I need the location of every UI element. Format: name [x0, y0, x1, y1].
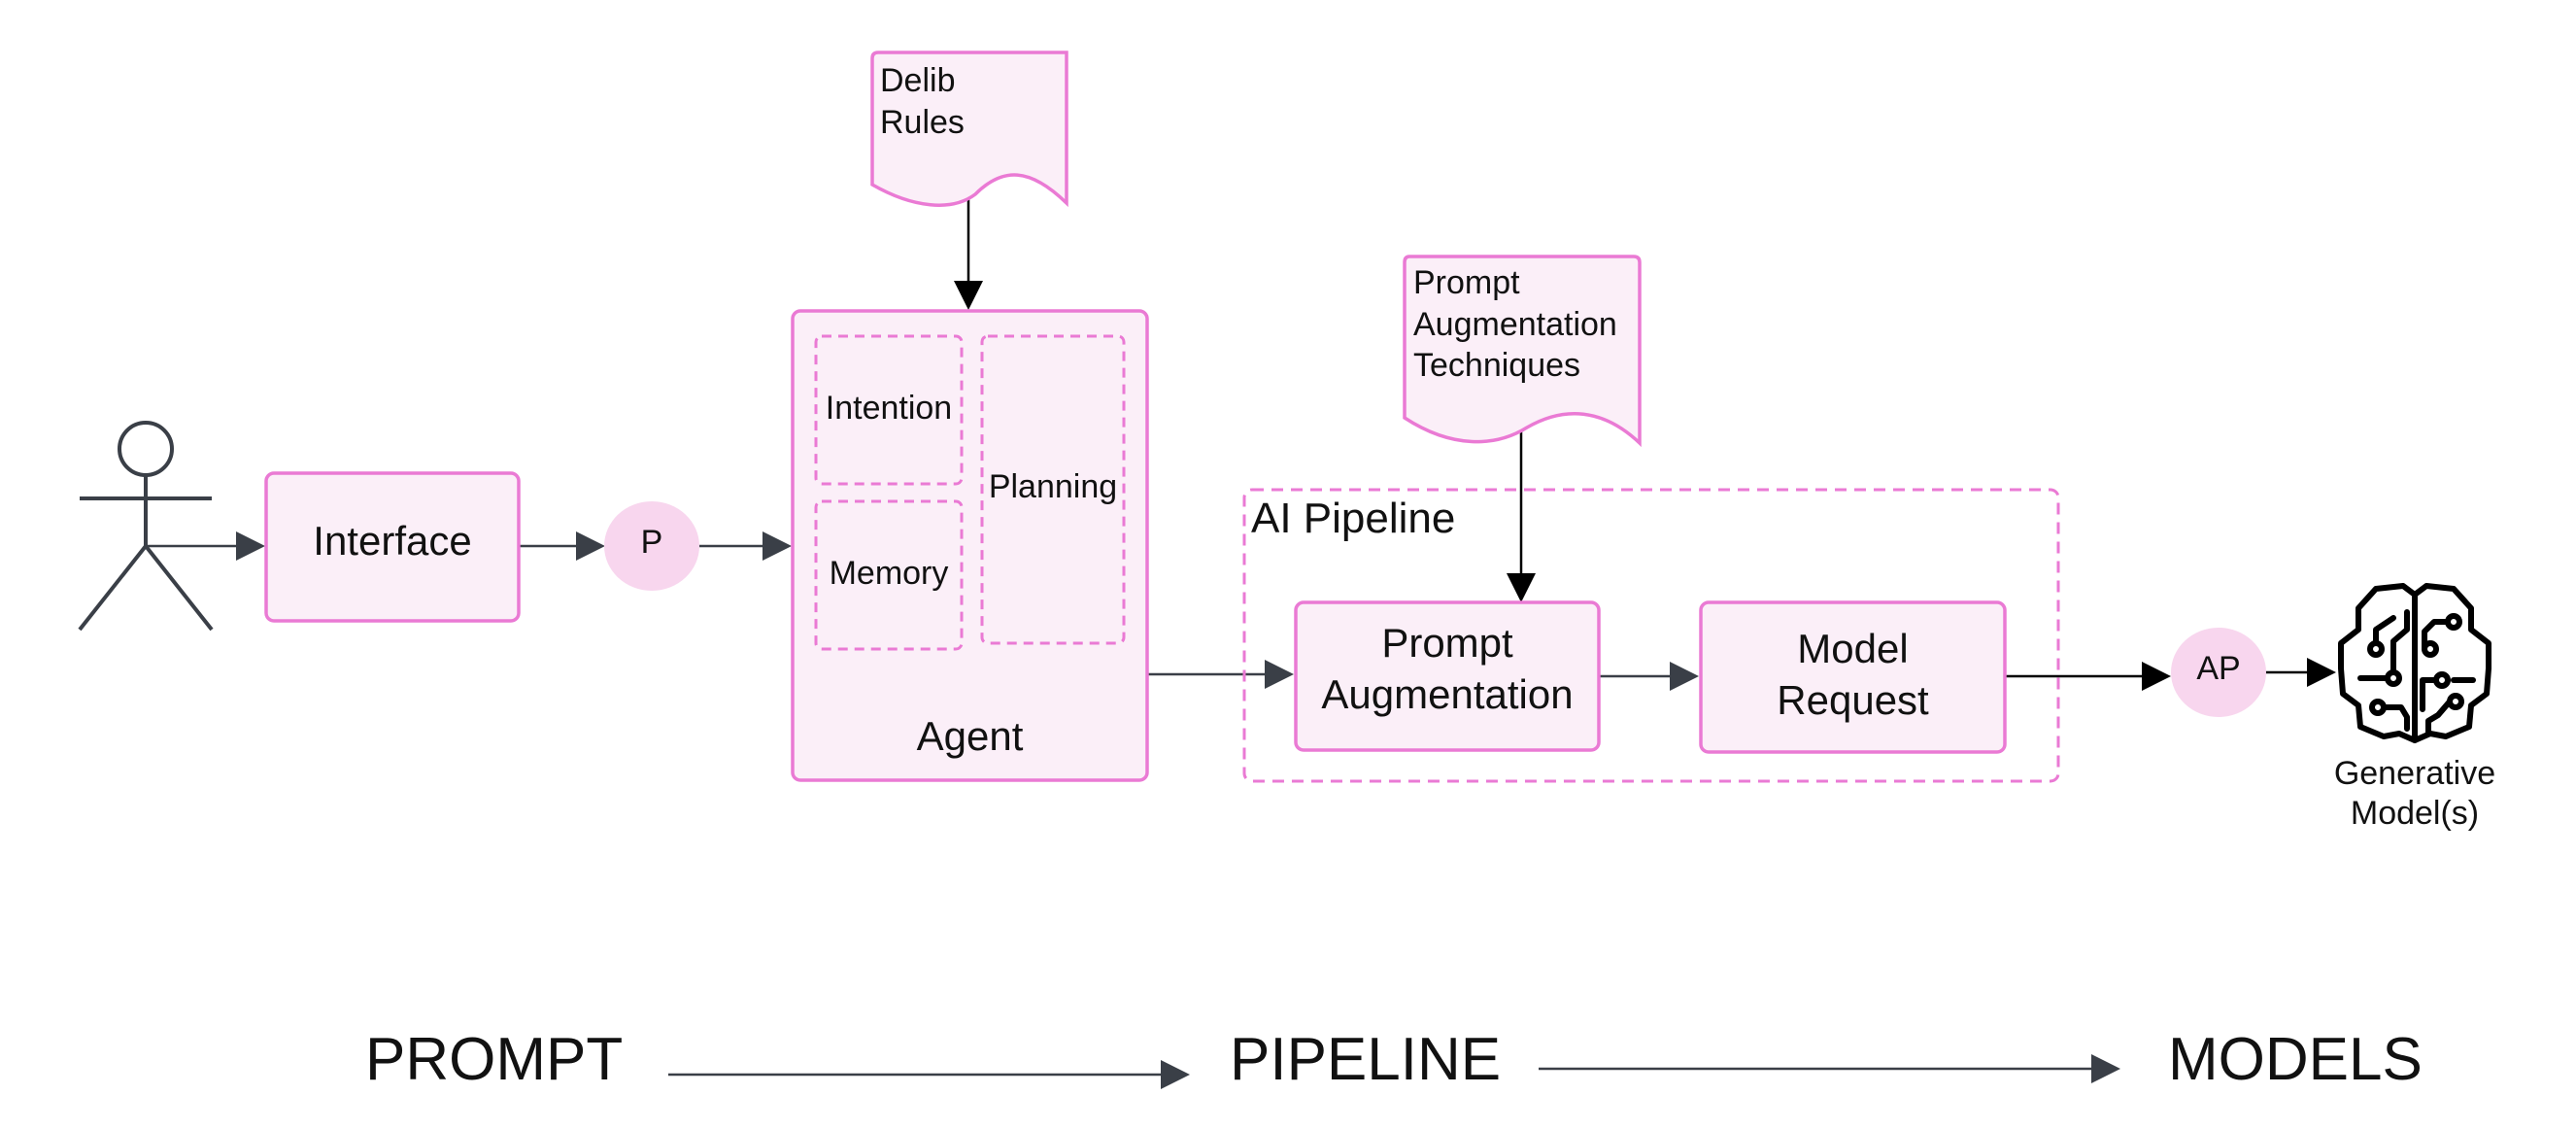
- stage-pipeline-label: PIPELINE: [1230, 1026, 1502, 1093]
- techniques-doc: [1403, 255, 1642, 448]
- interface-box: [264, 471, 521, 623]
- planning-label: Planning: [988, 468, 1118, 505]
- prompt-augmentation-box: [1294, 600, 1601, 752]
- memory-label: Memory: [829, 555, 949, 592]
- generative-models-label: Generative Model(s): [2333, 755, 2496, 833]
- techniques-label: Prompt Augmentation Techniques: [1413, 264, 1617, 384]
- memory-box: [814, 499, 964, 651]
- intention-label: Intention: [825, 390, 953, 427]
- delib-rules-label: Delib Rules: [880, 62, 965, 141]
- delib-rules-doc: [870, 51, 1068, 208]
- brain-circuit-icon: [2338, 583, 2491, 743]
- planning-box: [980, 334, 1126, 645]
- ap-badge-label: AP: [2196, 650, 2241, 687]
- prompt-augmentation-label: Prompt Augmentation: [1321, 620, 1574, 717]
- prompt-badge: [604, 501, 699, 591]
- model-request-box: [1699, 600, 2007, 754]
- ai-pipeline-label: AI Pipeline: [1251, 495, 1456, 542]
- ai-pipeline-container: [1242, 488, 2060, 783]
- interface-label: Interface: [313, 518, 472, 564]
- stage-prompt-label: PROMPT: [365, 1026, 624, 1093]
- stick-figure-icon: [78, 421, 214, 632]
- ap-badge: [2171, 628, 2266, 717]
- intention-box: [814, 334, 964, 486]
- stage-models-label: MODELS: [2168, 1026, 2423, 1093]
- agent-label: Agent: [916, 713, 1024, 759]
- prompt-badge-label: P: [640, 524, 663, 561]
- model-request-label: Model Request: [1777, 626, 1929, 723]
